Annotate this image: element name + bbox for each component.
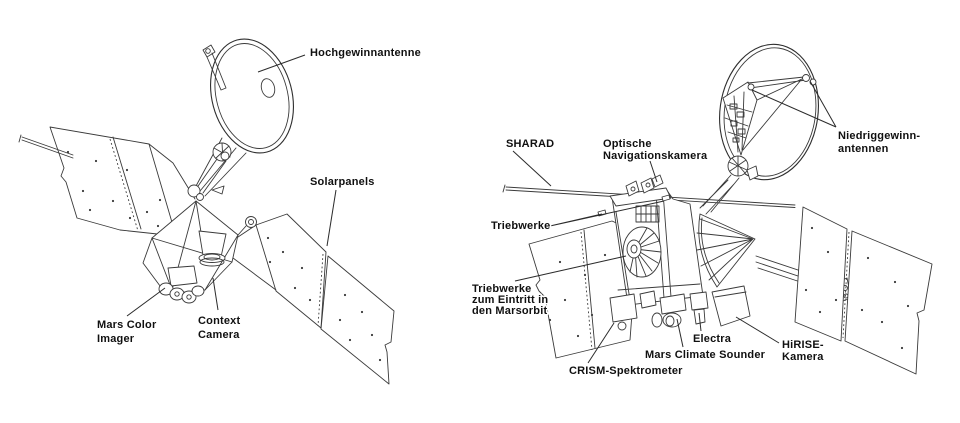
leader-electra xyxy=(698,312,702,332)
leader-optische-navigationskamera xyxy=(649,160,658,183)
leader-triebwerke-eintritt xyxy=(514,255,627,282)
antenna-gimbal xyxy=(195,142,232,194)
label-sharad: SHARAD xyxy=(506,138,554,150)
label-niedriggewinn-line2: antennen xyxy=(838,143,889,155)
leader-mars-climate-sounder xyxy=(676,318,684,348)
label-mars-color-imager-line1: Mars Color xyxy=(97,319,157,331)
label-triebwerke-eintritt-line1: Triebwerke xyxy=(472,283,531,295)
label-optische-line1: Optische xyxy=(603,138,652,150)
label-triebwerke-eintritt-line3: den Marsorbit xyxy=(472,305,547,317)
label-hirise-line2: Kamera xyxy=(782,351,824,363)
hirise-telescope-cone xyxy=(696,213,756,288)
leader-context-camera xyxy=(212,277,219,311)
left-spacecraft-drawing: Hochgewinnantenne Solarpanels Mars Color… xyxy=(18,38,422,385)
label-triebwerke: Triebwerke xyxy=(491,220,550,232)
label-hochgewinnantenne: Hochgewinnantenne xyxy=(310,47,421,59)
mars-climate-sounder-instrument xyxy=(651,293,687,328)
dish-gimbal-rear xyxy=(699,155,759,215)
right-spacecraft-bus xyxy=(597,174,756,306)
antenna-truss-tower xyxy=(722,74,817,156)
mars-color-imager-instrument xyxy=(158,265,205,304)
leader-hochgewinnantenne xyxy=(257,54,306,73)
label-mars-climate-sounder: Mars Climate Sounder xyxy=(645,349,766,361)
label-electra: Electra xyxy=(693,333,732,345)
label-context-camera-line2: Camera xyxy=(198,329,240,341)
solar-wing-left-rear xyxy=(528,220,639,359)
leader-hirise xyxy=(735,316,780,344)
solar-wing-right-rear xyxy=(794,206,933,375)
antenna-boom-rod xyxy=(18,134,74,159)
solar-wing-left xyxy=(49,126,177,237)
label-mars-color-imager-line2: Imager xyxy=(97,333,135,345)
crism-instrument xyxy=(609,293,638,323)
label-context-camera-line1: Context xyxy=(198,315,240,327)
label-triebwerke-eintritt-line2: zum Eintritt in xyxy=(472,294,548,306)
label-hirise-line1: HiRISE- xyxy=(782,339,824,351)
label-crism: CRISM-Spektrometer xyxy=(569,365,683,377)
nadir-instrument-deck xyxy=(609,285,751,331)
solar-wing-right xyxy=(255,213,395,385)
context-camera-instrument xyxy=(198,230,227,267)
optical-navigation-cameras xyxy=(625,174,664,197)
high-gain-antenna-dish xyxy=(195,38,295,197)
left-spacecraft-bus xyxy=(142,184,257,295)
instrument-funnel xyxy=(711,285,751,327)
leader-triebwerke xyxy=(549,200,665,227)
right-spacecraft-drawing: SHARAD Optische Navigationskamera Niedri… xyxy=(471,43,933,379)
leader-solarpanels xyxy=(326,189,337,247)
leader-sharad xyxy=(512,150,552,187)
label-niedriggewinn-line1: Niedriggewinn- xyxy=(838,130,920,142)
orbit-insertion-engine-cluster xyxy=(622,226,662,278)
leader-niedriggewinnantennen xyxy=(751,80,837,128)
electra-instrument xyxy=(689,291,709,325)
label-solarpanels: Solarpanels xyxy=(310,176,375,188)
label-optische-line2: Navigationskamera xyxy=(603,150,708,162)
leader-mars-color-imager xyxy=(126,287,166,317)
leader-crism xyxy=(587,322,615,364)
